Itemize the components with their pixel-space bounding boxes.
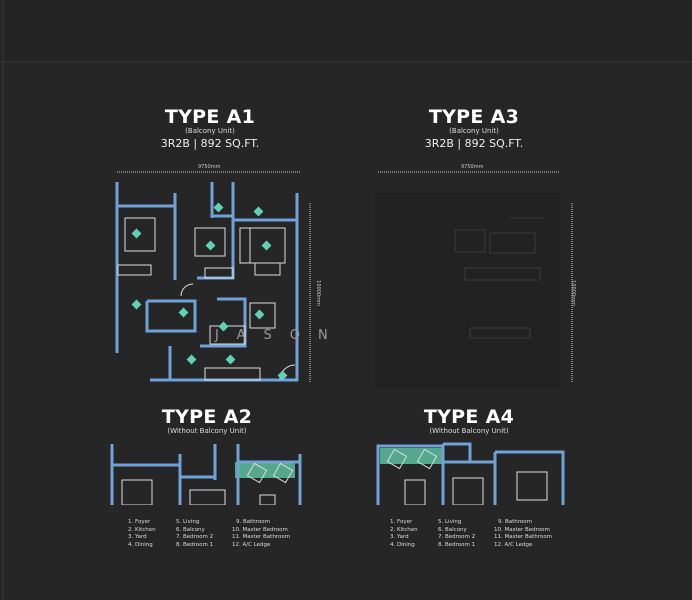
marker-dining <box>254 309 265 320</box>
marker-bathroom <box>178 307 189 318</box>
type-a1-width-dim: 9750mm <box>198 164 221 170</box>
legend-item: 3. Yard <box>128 534 147 541</box>
legend-item: 2. Kitchen <box>390 526 418 533</box>
marker-kitchen <box>225 354 236 365</box>
type-a4-subtitle: (Without Balcony Unit) <box>429 427 509 435</box>
marker-living <box>261 240 272 251</box>
legend-item: 11. Master Bathroom <box>232 534 291 541</box>
furniture <box>386 448 548 505</box>
type-a3-width-dim: 9750mm <box>461 164 484 170</box>
legend-item: 1. Foyer <box>390 519 413 525</box>
type-a4-title: TYPE A4 <box>423 406 515 428</box>
legend-item: 6. Balcony <box>176 526 205 533</box>
furniture <box>121 462 294 505</box>
legend-item: 6. Balcony <box>438 526 467 533</box>
window-edge <box>2 0 4 600</box>
legend-item: 4. Dining <box>128 541 153 548</box>
legend-item: 8. Bedroom 1 <box>176 541 214 548</box>
faded-plan-lines <box>454 217 545 339</box>
legend-item: 7. Bedroom 2 <box>438 534 476 541</box>
type-a1-floor-plan <box>115 171 311 383</box>
legend-item: 12. A/C Ledge <box>494 541 533 548</box>
faded-plan-area <box>375 193 560 388</box>
type-a2-floor-plan <box>110 444 302 505</box>
type-a3-title: TYPE A3 <box>428 106 520 128</box>
walls <box>110 444 302 505</box>
legend-item: 8. Bedroom 1 <box>438 541 476 548</box>
furniture <box>117 217 296 381</box>
walls <box>376 442 565 505</box>
legend-item: 9. Bathroom <box>498 519 533 525</box>
legend-item: 7. Bedroom 2 <box>176 534 214 541</box>
marker-balcony <box>253 206 264 217</box>
balcony-highlight <box>380 448 442 464</box>
legend-item: 12. A/C Ledge <box>232 541 271 548</box>
legend-item: 10. Master Bedroom <box>494 526 550 533</box>
marker-bedroom-1 <box>205 240 216 251</box>
type-a4-floor-plan <box>376 442 565 505</box>
marker-master-bedroom <box>131 228 142 239</box>
type-a2-subtitle: (Without Balcony Unit) <box>167 427 247 435</box>
legend-item: 11. Master Bathroom <box>494 534 553 541</box>
type-a3-spec: 3R2B | 892 SQ.FT. <box>424 137 524 150</box>
legend-item: 5. Living <box>176 519 200 525</box>
marker-ac-ledge <box>213 202 224 213</box>
legend-item: 2. Kitchen <box>128 526 156 533</box>
walls <box>115 182 299 382</box>
type-a3-floor-plan <box>375 171 573 388</box>
legend-item: 10. Master Bedroom <box>232 526 288 533</box>
top-bar <box>0 0 692 62</box>
type-a1-spec: 3R2B | 892 SQ.FT. <box>160 137 260 150</box>
type-a1-subtitle: (Balcony Unit) <box>185 127 235 135</box>
marker-master-bathroom <box>131 299 142 310</box>
legend-item: 4. Dining <box>390 541 415 548</box>
watermark: JASON <box>215 328 346 343</box>
legend-item: 5. Living <box>438 519 462 525</box>
legend-item: 3. Yard <box>390 534 409 541</box>
marker-bedroom-2 <box>218 321 229 332</box>
legend-item: 9. Bathroom <box>236 519 271 525</box>
type-a3-subtitle: (Balcony Unit) <box>449 127 499 135</box>
type-a1-title: TYPE A1 <box>164 106 256 128</box>
type-a2-title: TYPE A2 <box>161 406 253 428</box>
marker-yard <box>186 354 197 365</box>
legend-item: 1. Foyer <box>128 519 151 525</box>
